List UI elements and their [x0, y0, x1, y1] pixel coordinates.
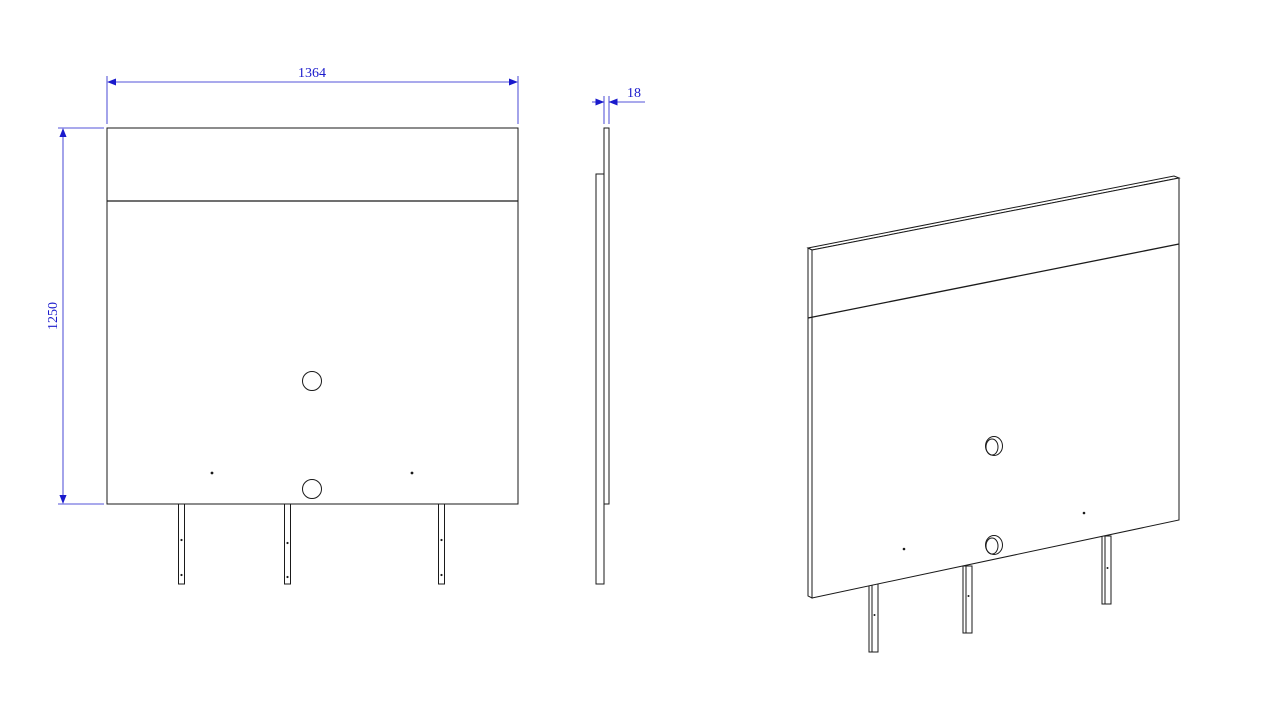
thickness-dimension-label: 18: [627, 86, 641, 101]
height-dimension-label: 1250: [46, 302, 61, 330]
front-view: [106, 127, 519, 585]
iso-upper-cable-hole: [985, 436, 1003, 456]
iso-lower-cable-hole: [985, 535, 1003, 555]
front-leg-middle: [284, 503, 291, 585]
side-panel-outline: [603, 127, 610, 505]
isometric-view: [806, 175, 1181, 653]
iso-top-band-line: [807, 243, 1180, 319]
front-screw-hole-left: [210, 471, 214, 475]
front-screw-hole-right: [410, 471, 414, 475]
front-leg-left: [178, 503, 185, 585]
height-dimension: [58, 127, 104, 505]
iso-leg-right: [1101, 535, 1112, 605]
side-view: [595, 127, 610, 585]
iso-leg-middle: [962, 565, 973, 634]
front-lower-cable-hole: [302, 479, 322, 499]
side-leg-profile: [595, 173, 605, 585]
front-upper-cable-hole: [302, 371, 322, 391]
front-leg-right: [438, 503, 445, 585]
iso-screw-hole-left: [902, 547, 906, 551]
iso-panel-side-edge: [807, 247, 813, 599]
iso-panel-front-face: [811, 177, 1180, 599]
width-dimension-label: 1364: [298, 66, 326, 81]
width-dimension: [106, 76, 519, 124]
iso-screw-hole-right: [1082, 511, 1086, 515]
front-panel-outline: [106, 127, 519, 505]
iso-leg-left: [868, 583, 879, 653]
thickness-dimension: [592, 96, 645, 124]
